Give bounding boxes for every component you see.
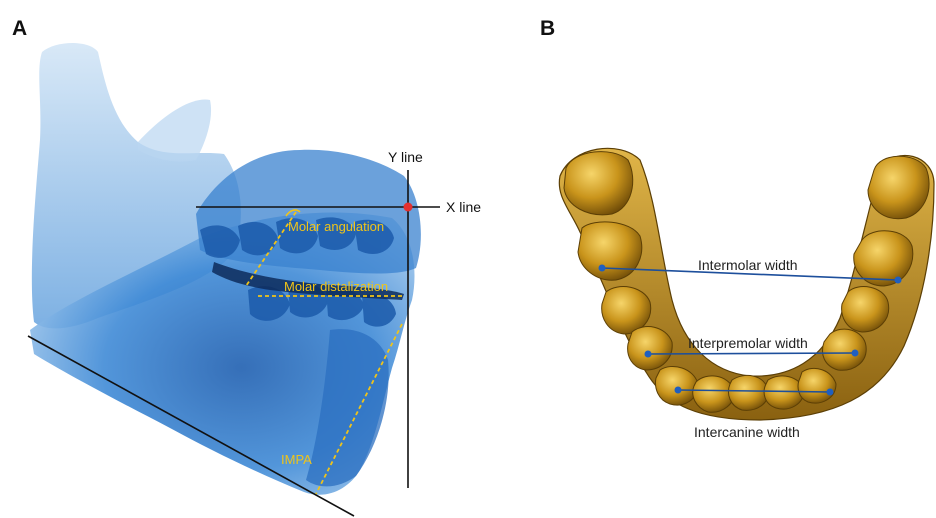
intercanine-left-point [675,387,682,394]
dental-arch-model [559,148,934,420]
interpremolar-right-point [852,350,859,357]
interpremolar-left-point [645,351,652,358]
intermolar-right-point [895,277,902,284]
molar-angulation-label: Molar angulation [288,219,384,234]
interpremolar-width-label: Interpremolar width [688,335,808,351]
intermolar-left-point [599,265,606,272]
coronoid [138,100,211,162]
panel-a: A [12,17,481,516]
cbct-mandible-image [30,43,421,495]
intercanine-right-point [827,389,834,396]
molar-distalization-label: Molar distalization [284,279,388,294]
origin-point [404,203,413,212]
intercanine-width-label: Intercanine width [694,424,800,440]
panel-a-letter: A [12,17,27,40]
intermolar-width-label: Intermolar width [698,257,798,273]
impa-label: IMPA [281,452,312,467]
panel-b: B [540,17,934,440]
panel-b-letter: B [540,17,555,40]
x-line-label: X line [446,199,481,215]
interpremolar-width-line [648,353,855,354]
y-line-label: Y line [388,149,423,165]
